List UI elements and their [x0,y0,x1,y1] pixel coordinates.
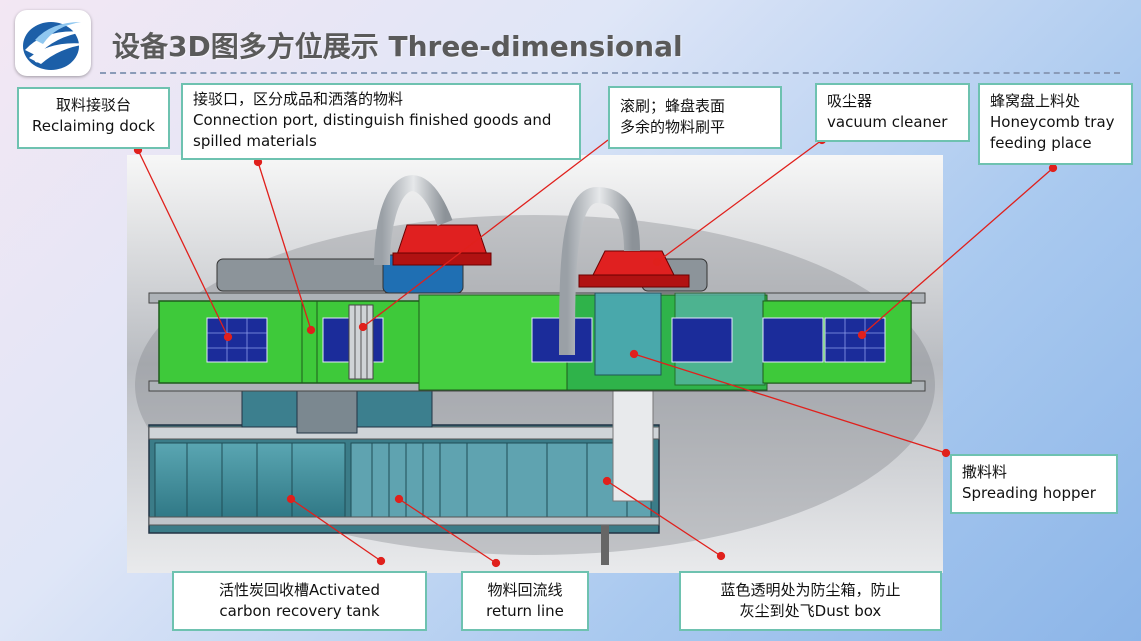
callout-label-en: return line [486,602,564,620]
wave-logo-icon [23,22,87,70]
callout-label-zh: 多余的物料刷平 [620,118,726,136]
company-logo [15,10,91,76]
callout-label-en: spilled materials [193,132,317,150]
callout-label-zh: 接驳口，区分成品和洒落的物料 [193,90,404,108]
callout-label-zh: 物料回流线 [487,581,563,599]
callout-reclaiming-dock: 取料接驳台 Reclaiming dock [17,87,170,149]
callout-label-en: Connection port, distinguish finished go… [193,111,552,129]
callout-label-line1: 活性炭回收槽Activated [219,581,380,599]
callout-label-line2: 灰尘到处飞Dust box [739,602,882,620]
callout-connection-port: 接驳口，区分成品和洒落的物料 Connection port, distingu… [181,83,581,160]
callout-label-zh: 取料接驳台 [55,96,131,114]
title-divider [100,72,1120,74]
callout-label-zh: 滚刷；蜂盘表面 [620,97,726,115]
callout-label-zh: 蜂窝盘上料处 [990,92,1081,110]
callout-vacuum-cleaner: 吸尘器 vacuum cleaner [815,83,970,142]
page-title: 设备3D图多方位展示 Three-dimensional [112,30,683,63]
callout-label-en: Honeycomb tray [990,113,1115,131]
callout-honeycomb-tray: 蜂窝盘上料处 Honeycomb tray feeding place [978,83,1133,165]
callout-label-en: Spreading hopper [962,484,1096,502]
callout-label-zh: 撒料料 [962,463,1008,481]
callout-label-en: vacuum cleaner [827,113,948,131]
equipment-3d-view [127,155,943,573]
callout-label-zh: 吸尘器 [827,92,873,110]
callout-carbon-tank: 活性炭回收槽Activated carbon recovery tank [172,571,427,631]
callout-return-line: 物料回流线 return line [461,571,589,631]
callout-label-en: Reclaiming dock [32,117,155,135]
callout-dust-box: 蓝色透明处为防尘箱，防止 灰尘到处飞Dust box [679,571,942,631]
callout-label-line1: 蓝色透明处为防尘箱，防止 [720,581,901,599]
callout-label-line2: carbon recovery tank [219,602,380,620]
callout-label-en: feeding place [990,134,1092,152]
callout-roller-brush: 滚刷；蜂盘表面 多余的物料刷平 [608,86,782,149]
callout-spreading-hopper: 撒料料 Spreading hopper [950,454,1118,514]
